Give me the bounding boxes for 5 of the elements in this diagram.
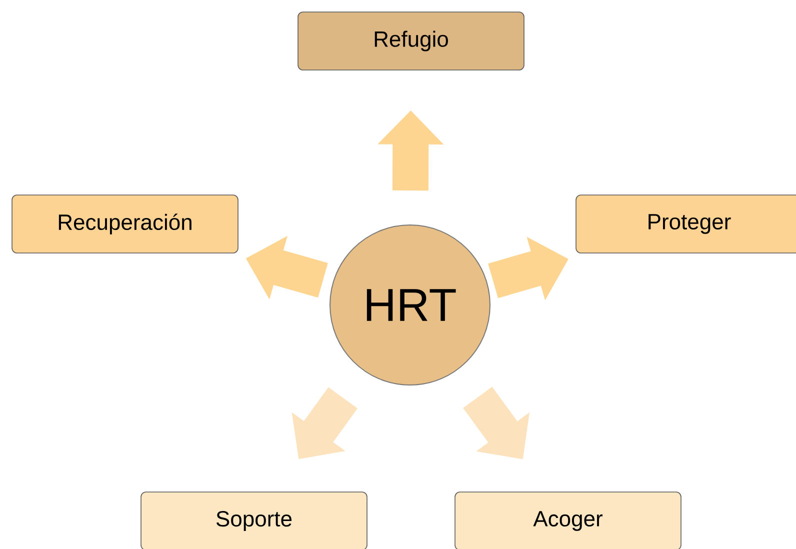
label-box: Recuperación (12, 194, 238, 254)
label-box: Soporte (140, 492, 368, 549)
label-box: Proteger (576, 194, 796, 254)
label-box: Refugio (298, 12, 524, 70)
label-box: Acoger (454, 492, 682, 549)
